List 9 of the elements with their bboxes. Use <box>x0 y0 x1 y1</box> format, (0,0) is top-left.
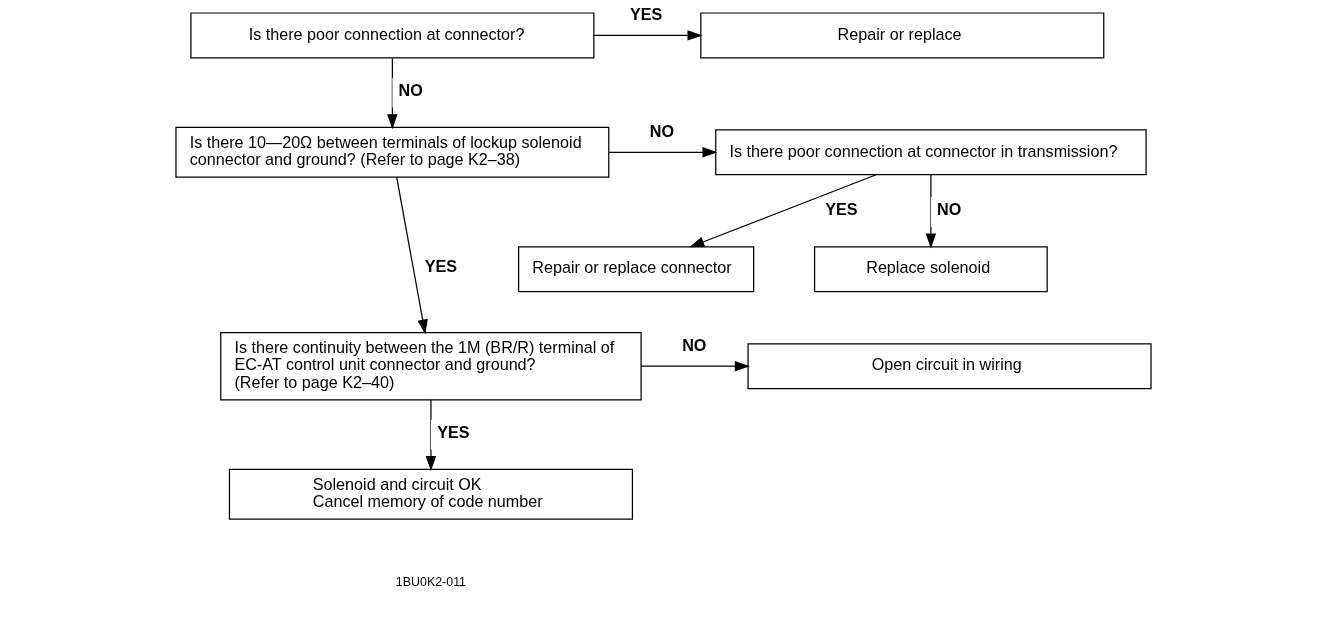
label: 1BU0K2-011 <box>395 574 467 589</box>
edge-label: YES <box>825 199 858 218</box>
edge-label: YES <box>437 422 470 441</box>
edge-label: NO <box>398 80 423 99</box>
edge-label: NO <box>649 121 675 140</box>
edge-label: NO <box>937 199 962 218</box>
edge-label: NO <box>682 335 707 354</box>
edge-label: YES <box>424 257 458 276</box>
edge-label: YES <box>629 4 663 23</box>
